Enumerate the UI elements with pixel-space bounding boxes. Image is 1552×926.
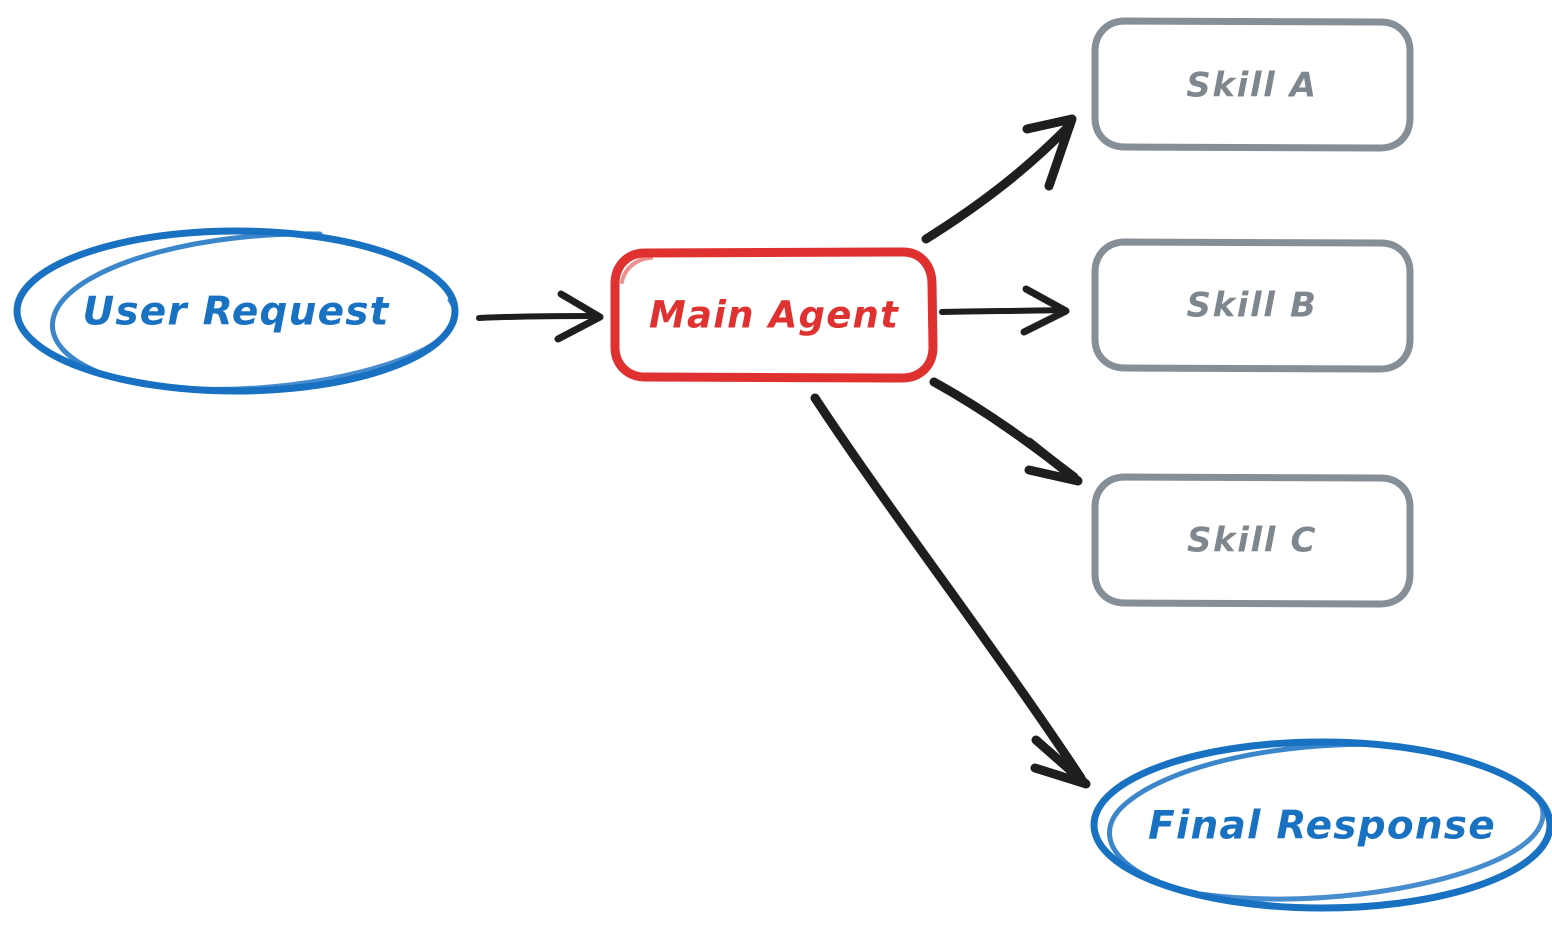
node-user-request[interactable]: User Request xyxy=(13,227,459,395)
edge-user-to-agent[interactable] xyxy=(476,290,604,343)
node-label-skill-c: Skill C xyxy=(1187,521,1317,561)
node-skill-a[interactable]: Skill A xyxy=(1091,17,1414,152)
edge-agent-to-skill-a[interactable] xyxy=(921,114,1077,244)
edge-agent-to-final[interactable] xyxy=(810,393,1091,789)
node-label-user-request: User Request xyxy=(82,290,389,335)
node-final-response[interactable]: Final Response xyxy=(1090,738,1552,912)
node-label-main-agent: Main Agent xyxy=(649,294,899,337)
node-skill-c[interactable]: Skill C xyxy=(1091,473,1414,608)
node-label-skill-b: Skill B xyxy=(1186,286,1317,326)
edge-agent-to-skill-c[interactable] xyxy=(929,377,1083,486)
node-main-agent[interactable]: Main Agent xyxy=(610,247,938,383)
node-label-skill-a: Skill A xyxy=(1186,66,1317,106)
edge-agent-to-skill-b[interactable] xyxy=(939,285,1070,336)
node-label-final-response: Final Response xyxy=(1148,804,1496,849)
node-skill-b[interactable]: Skill B xyxy=(1091,238,1414,373)
